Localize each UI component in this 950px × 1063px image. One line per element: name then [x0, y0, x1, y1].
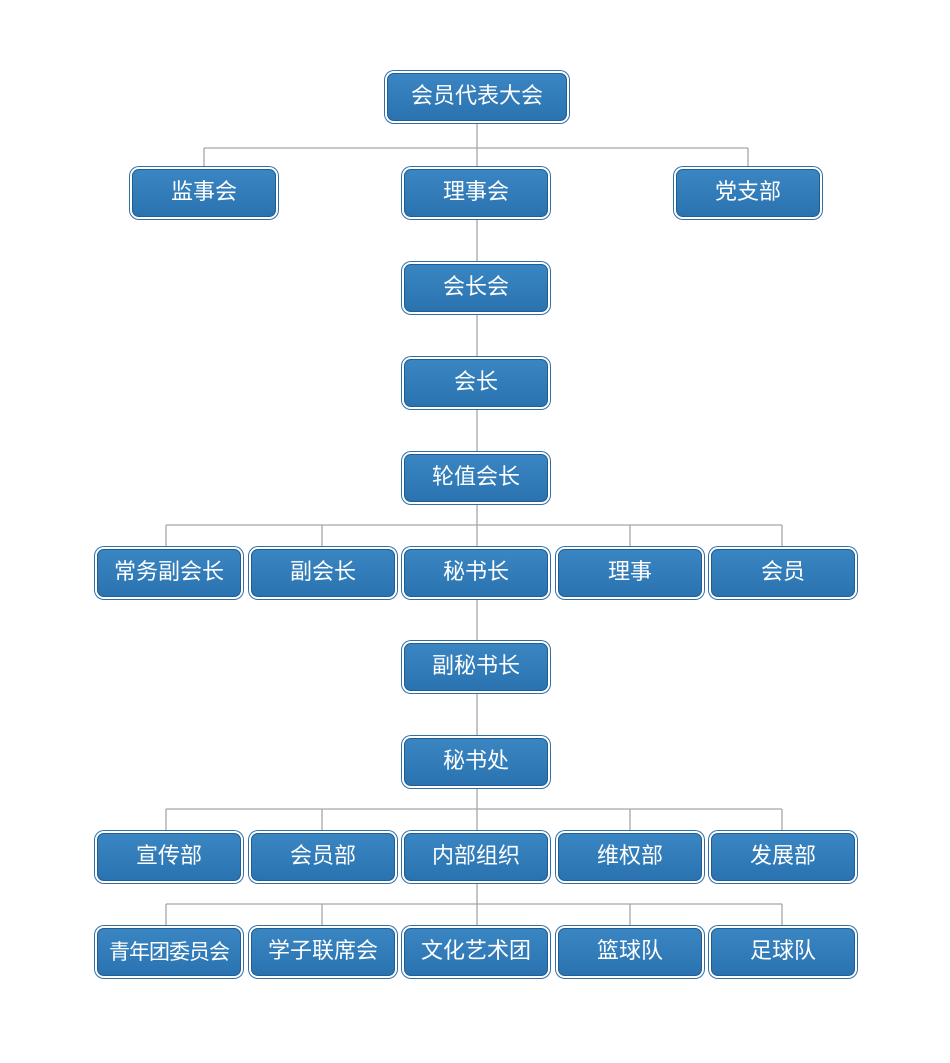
node-secretary-general: 秘书长	[404, 549, 548, 597]
node-arts-troupe: 文化艺术团	[404, 928, 548, 976]
node-deputy-secretary-general: 副秘书长	[404, 643, 548, 691]
node-football-team: 足球队	[711, 928, 855, 976]
node-council: 理事会	[404, 169, 548, 217]
node-director: 理事	[558, 549, 702, 597]
node-party-branch: 党支部	[676, 169, 820, 217]
node-internal-organization: 内部组织	[404, 833, 548, 881]
node-membership-dept: 会员部	[251, 833, 395, 881]
node-executive-vice-president: 常务副会长	[97, 549, 241, 597]
connector-rotating-leadership	[165, 503, 783, 549]
node-student-council: 学子联席会	[251, 928, 395, 976]
node-secretariat: 秘书处	[404, 738, 548, 786]
node-presidents-meeting: 会长会	[404, 264, 548, 312]
node-basketball-team: 篮球队	[558, 928, 702, 976]
connector-internal-subunits	[165, 882, 783, 928]
node-rotating-president: 轮值会长	[404, 454, 548, 502]
node-development-dept: 发展部	[711, 833, 855, 881]
node-rights-dept: 维权部	[558, 833, 702, 881]
node-member: 会员	[711, 549, 855, 597]
connector-secoffice-departments	[165, 787, 783, 833]
node-vice-president: 副会长	[251, 549, 395, 597]
node-youth-league-committee: 青年团委员会	[97, 928, 241, 976]
node-supervisory-board: 监事会	[132, 169, 276, 217]
node-member-assembly: 会员代表大会	[387, 73, 567, 121]
node-publicity-dept: 宣传部	[97, 833, 241, 881]
connector-assembly-level2	[203, 122, 749, 169]
node-president: 会长	[404, 359, 548, 407]
